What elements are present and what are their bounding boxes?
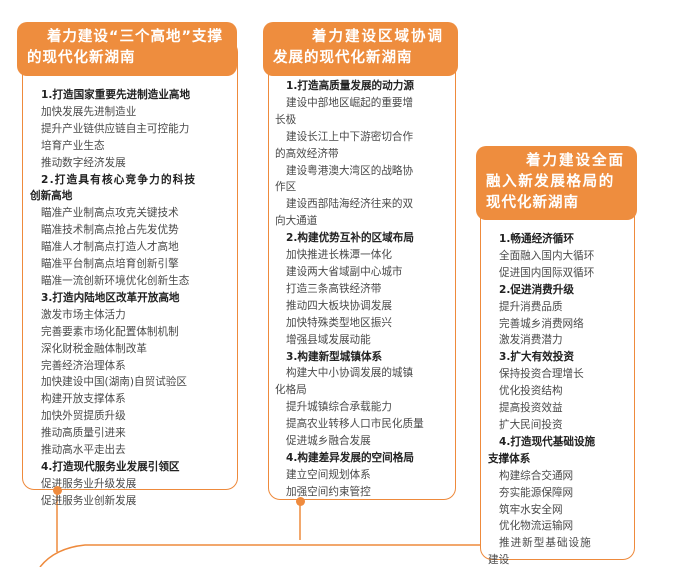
section-heading: 1.打造高质量发展的动力源: [286, 80, 414, 92]
list-item: 完善经济治理体系: [41, 359, 126, 372]
section-heading: 3.构建新型城镇体系: [286, 350, 383, 363]
column-2-title-line-2: 发展的现代化新湖南: [273, 50, 413, 66]
list-item: 瞄准产业制高点攻克关键技术: [41, 207, 179, 220]
section-heading-cont: 创新高地: [30, 190, 73, 203]
column-2-title-line-1: 着力建设区域协调: [312, 29, 444, 45]
list-item: 加快特殊类型地区振兴: [286, 316, 392, 329]
list-item: 优化物流运输网: [499, 520, 574, 533]
list-item-cont: 长极: [275, 113, 297, 126]
list-item: 建设两大省域副中心城市: [286, 265, 403, 278]
list-item: 保持投资合理增长: [499, 368, 584, 381]
list-item: 提高农业转移人口市民化质量: [286, 418, 424, 431]
list-item: 提高投资效益: [499, 402, 563, 415]
section-heading: 2.促进消费升级: [499, 283, 574, 296]
list-item: 建设长江上中下游密切合作: [286, 130, 414, 143]
list-item: 建设中部地区崛起的重要增: [286, 96, 414, 109]
column-3-list: 1.畅通经济循环 全面融入国内大循环 促进国内国际双循环 2.促进消费升级 提升…: [488, 231, 633, 569]
column-2-card: [268, 40, 456, 500]
list-item: 扩大民间投资: [499, 418, 563, 431]
list-item: 激发市场主体活力: [41, 308, 126, 321]
section-heading: 1.打造国家重要先进制造业高地: [41, 89, 191, 101]
list-item: 推进新型基础设施: [499, 537, 592, 550]
list-item: 增强县域发展动能: [286, 333, 371, 346]
column-1-title-line-1: 着力建设“三个高地”支撑: [46, 29, 223, 45]
list-item: 培育产业生态: [41, 139, 105, 152]
list-item: 促进服务业升级发展: [41, 477, 137, 490]
list-item-cont: 作区: [275, 181, 297, 194]
section-heading: 4.构建差异发展的空间格局: [286, 451, 414, 464]
list-item: 加快推进长株潭一体化: [286, 249, 392, 262]
section-heading: 4.打造现代基础设施: [499, 435, 596, 448]
list-item: 深化财税金融体制改革: [41, 342, 147, 355]
list-item: 推动高水平走出去: [41, 444, 126, 457]
list-item: 优化投资结构: [499, 385, 563, 398]
list-item: 构建综合交通网: [499, 469, 574, 482]
list-item: 加快建设中国(湖南)自贸试验区: [41, 376, 187, 389]
list-item: 促进服务业创新发展: [41, 494, 137, 507]
list-item: 瞄准平台制高点培育创新引擎: [41, 258, 179, 271]
connector-dot-left: [53, 486, 62, 495]
connector-dot-middle: [296, 497, 305, 506]
column-2-list: 1.打造高质量发展的动力源 建设中部地区崛起的重要增 长极 建设长江上中下游密切…: [275, 78, 455, 501]
list-item: 提升产业链供应链自主可控能力: [41, 122, 190, 135]
list-item: 夯实能源保障网: [499, 486, 574, 499]
list-item-cont: 的高效经济带: [275, 147, 339, 160]
section-heading: 3.扩大有效投资: [499, 351, 574, 364]
list-item: 完善要素市场化配置体制机制: [41, 325, 179, 338]
list-item: 瞄准一流创新环境优化创新生态: [41, 274, 190, 287]
section-heading: 1.畅通经济循环: [499, 233, 574, 245]
list-item: 推动数字经济发展: [41, 156, 126, 169]
column-3-card: [480, 168, 635, 560]
list-item: 构建大中小协调发展的城镇: [286, 367, 414, 380]
list-item: 瞄准技术制高点抢占先发优势: [41, 224, 179, 237]
list-item: 提升消费品质: [499, 300, 563, 313]
list-item: 激发消费潜力: [499, 334, 563, 347]
list-item: 筑牢水安全网: [499, 503, 563, 516]
column-1-title: 着力建设“三个高地”支撑 的现代化新湖南: [17, 22, 237, 76]
column-3-title-line-1: 着力建设全面: [526, 153, 625, 169]
list-item: 建立空间规划体系: [286, 468, 371, 481]
list-item: 完善城乡消费网络: [499, 317, 584, 330]
connector-arc: [39, 544, 590, 567]
list-item-cont: 向大通道: [275, 215, 318, 228]
list-item: 推动高质量引进来: [41, 427, 126, 440]
list-item: 促进城乡融合发展: [286, 435, 371, 448]
list-item-cont: 建设: [488, 554, 510, 567]
list-item: 瞄准人才制高点打造人才高地: [41, 241, 179, 254]
list-item-cont: 化格局: [275, 384, 307, 397]
list-item: 建设西部陆海经济往来的双: [286, 198, 414, 211]
list-item: 构建开放支撑体系: [41, 393, 126, 406]
column-3-title-line-2: 融入新发展格局的: [486, 174, 615, 190]
section-heading-cont: 支撑体系: [488, 452, 531, 465]
list-item: 打造三条高铁经济带: [286, 282, 382, 295]
section-heading: 2.打造具有核心竞争力的科技: [41, 173, 197, 186]
section-heading: 2.构建优势互补的区域布局: [286, 232, 414, 245]
list-item: 加快外贸提质升级: [41, 410, 126, 423]
list-item: 建设粤港澳大湾区的战略协: [286, 164, 414, 177]
list-item: 全面融入国内大循环: [499, 249, 595, 262]
column-1-title-line-2: 的现代化新湖南: [27, 50, 136, 66]
column-2-title: 着力建设区域协调 发展的现代化新湖南: [263, 22, 458, 76]
column-1-list: 1.打造国家重要先进制造业高地 加快发展先进制造业 提升产业链供应链自主可控能力…: [30, 87, 230, 510]
list-item: 推动四大板块协调发展: [286, 299, 392, 312]
section-heading: 3.打造内陆地区改革开放高地: [41, 291, 180, 304]
list-item: 促进国内国际双循环: [499, 266, 595, 279]
list-item: 提升城镇综合承载能力: [286, 401, 392, 414]
list-item: 加强空间约束管控: [286, 485, 371, 498]
column-1-card: [22, 40, 238, 490]
column-3-title: 着力建设全面 融入新发展格局的 现代化新湖南: [476, 146, 637, 220]
column-3-title-line-3: 现代化新湖南: [486, 195, 579, 211]
section-heading: 4.打造现代服务业发展引领区: [41, 460, 180, 473]
list-item: 加快发展先进制造业: [41, 105, 137, 118]
